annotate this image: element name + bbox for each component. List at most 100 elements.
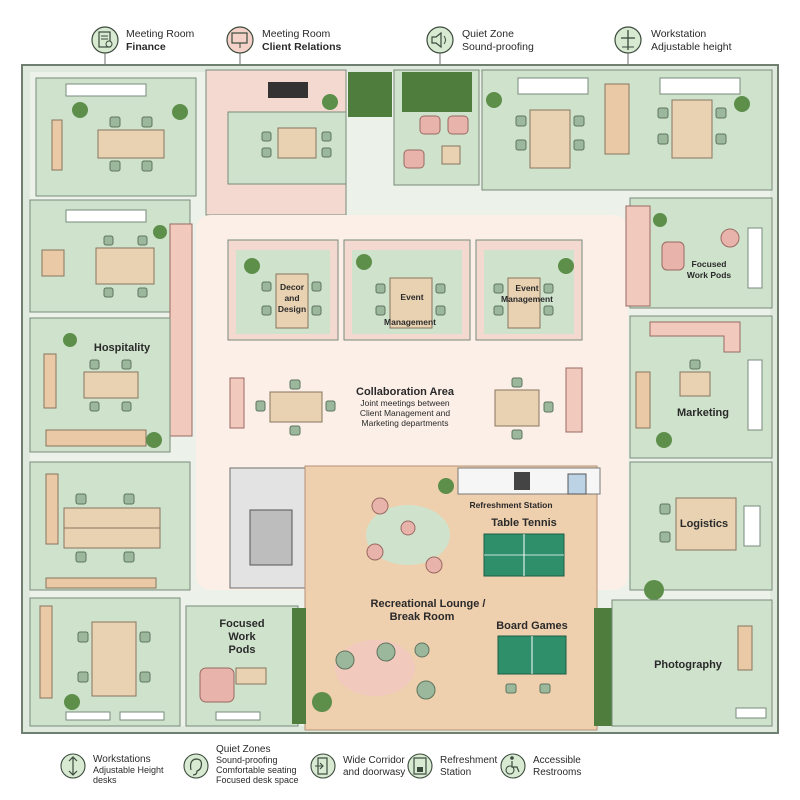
- legend-workstation-title: Workstation: [651, 28, 706, 40]
- green-wall: [348, 72, 392, 117]
- board-games-label: Board Games: [496, 620, 568, 632]
- partition-wall: [625, 205, 651, 307]
- photography-label: Photography: [654, 659, 723, 671]
- legend-corridor: Wide Corridor and doorwasy: [310, 753, 405, 779]
- room-event-management-1: Event Management: [343, 239, 471, 341]
- green-wall: [292, 608, 306, 724]
- coffee-machine: [514, 472, 530, 490]
- board-games: Board Games: [496, 620, 568, 694]
- legend-workstation: Workstation Adjustable height: [614, 26, 732, 54]
- legend-quiet-line-2: Sound-proofing: [216, 755, 278, 765]
- lounge-label-1: Recreational Lounge /: [371, 598, 486, 610]
- legend-client-subtitle: Client Relations: [262, 41, 342, 53]
- focused-left-label-2: Work: [228, 631, 256, 643]
- legend-client-relations: Meeting Room Client Relations: [226, 26, 342, 54]
- legend-restrooms-line-1: Accessible: [533, 755, 581, 766]
- document-icon: [98, 31, 113, 48]
- legend-workstations-line-2: Adjustable Height: [93, 765, 164, 775]
- collaboration-area: Collaboration Area Joint meetings betwee…: [229, 367, 583, 440]
- room-photography: Photography: [611, 599, 773, 727]
- plant: [312, 692, 332, 712]
- plant: [322, 94, 338, 110]
- whiteboard: [65, 83, 147, 97]
- focused-right-label-2: Work Pods: [687, 270, 732, 280]
- event2-label-2: Management: [501, 294, 553, 304]
- collab-line-1: Joint meetings between: [360, 398, 450, 408]
- speaker-icon: [431, 31, 446, 49]
- room-focused-pods-left: Focused Work Pods: [185, 605, 299, 727]
- legend-refreshment: Refreshment Station: [407, 753, 497, 779]
- tv-screen: [268, 82, 308, 98]
- room-marketing: Marketing: [629, 315, 773, 459]
- room-event-management-2: Event Management: [475, 239, 583, 341]
- legend-workstations: Workstations Adjustable Height desks: [60, 753, 164, 785]
- legend-quiet-zones: Quiet Zones Sound-proofing Comfortable s…: [183, 744, 299, 785]
- event1-label-1: Event: [400, 292, 423, 302]
- marketing-label: Marketing: [677, 407, 729, 419]
- lounge-label-2: Break Room: [390, 611, 455, 623]
- presentation-icon: [231, 32, 248, 48]
- top-legend: Meeting Room Finance Meeting Room Client…: [91, 26, 732, 110]
- event2-label-1: Event: [515, 283, 538, 293]
- room-focused-pods-right: Focused Work Pods: [629, 197, 773, 309]
- legend-corridor-line-1: Wide Corridor: [343, 755, 405, 766]
- collab-line-3: Marketing departments: [362, 418, 449, 428]
- height-arrows-icon: [68, 756, 78, 776]
- coffee-machine-icon: [413, 757, 427, 775]
- legend-finance-subtitle: Finance: [126, 41, 166, 53]
- quiet-ear-icon: [189, 758, 203, 776]
- logistics-label: Logistics: [680, 518, 728, 530]
- room-quiet-zone: [393, 69, 480, 186]
- table-tennis-label: Table Tennis: [491, 517, 557, 529]
- legend-refreshment-line-2: Station: [440, 767, 471, 778]
- legend-refreshment-line-1: Refreshment: [440, 755, 497, 766]
- refreshment-label: Refreshment Station: [469, 500, 552, 510]
- focused-right-label-1: Focused: [692, 259, 727, 269]
- legend-client-title: Meeting Room: [262, 28, 331, 40]
- legend-restrooms-line-2: Restrooms: [533, 767, 581, 778]
- decor-label-2: and: [284, 293, 299, 303]
- event1-label-2: Management: [384, 317, 436, 327]
- plant: [172, 104, 188, 120]
- refreshment-station: Refreshment Station: [438, 467, 601, 510]
- decor-label-3: Design: [278, 304, 306, 314]
- legend-workstation-subtitle: Adjustable height: [651, 41, 732, 53]
- room-hospitality: Hospitality: [29, 317, 171, 453]
- plant: [72, 102, 88, 118]
- green-wall: [594, 608, 612, 726]
- legend-workstations-line-3: desks: [93, 775, 117, 785]
- legend-corridor-line-2: and doorwasy: [343, 767, 405, 778]
- hospitality-label: Hospitality: [94, 342, 151, 354]
- table-tennis: Table Tennis: [483, 517, 565, 577]
- legend-finance-title: Meeting Room: [126, 28, 195, 40]
- legend-workstations-line-1: Workstations: [93, 754, 151, 765]
- legend-finance: Meeting Room Finance: [91, 26, 195, 54]
- room-decor-design: Decor and Design: [227, 239, 339, 341]
- room-left-office-1: [29, 199, 191, 313]
- recreational-lounge: Recreational Lounge / Break Room: [304, 465, 598, 731]
- room-workstations-bottom-left: [29, 597, 181, 727]
- bottom-legend: Workstations Adjustable Height desks Qui…: [60, 744, 581, 785]
- legend-quiet-zone: Quiet Zone Sound-proofing: [426, 26, 534, 54]
- collab-title: Collaboration Area: [356, 386, 455, 398]
- room-workstations-left: [29, 461, 191, 591]
- room-finance-meeting: [35, 77, 197, 197]
- room-logistics: Logistics: [629, 461, 773, 600]
- door-exit-icon: [315, 757, 328, 775]
- focused-left-label-1: Focused: [219, 618, 264, 630]
- decor-label-1: Decor: [280, 282, 305, 292]
- legend-quiet-line-4: Focused desk space: [216, 775, 299, 785]
- legend-quiet-line-3: Comfortable seating: [216, 765, 297, 775]
- legend-restrooms: Accessible Restrooms: [500, 753, 581, 779]
- wheelchair-icon: [505, 756, 520, 775]
- adjustable-desk-icon: [621, 30, 635, 50]
- legend-quiet-subtitle: Sound-proofing: [462, 41, 534, 53]
- room-client-relations: [205, 69, 347, 216]
- legend-quiet-title: Quiet Zone: [462, 28, 514, 40]
- collab-line-2: Client Management and: [360, 408, 451, 418]
- partition-wall: [169, 223, 193, 437]
- focused-left-label-3: Pods: [229, 644, 256, 656]
- legend-quiet-line-1: Quiet Zones: [216, 744, 270, 755]
- room-workstations-top: [481, 69, 773, 191]
